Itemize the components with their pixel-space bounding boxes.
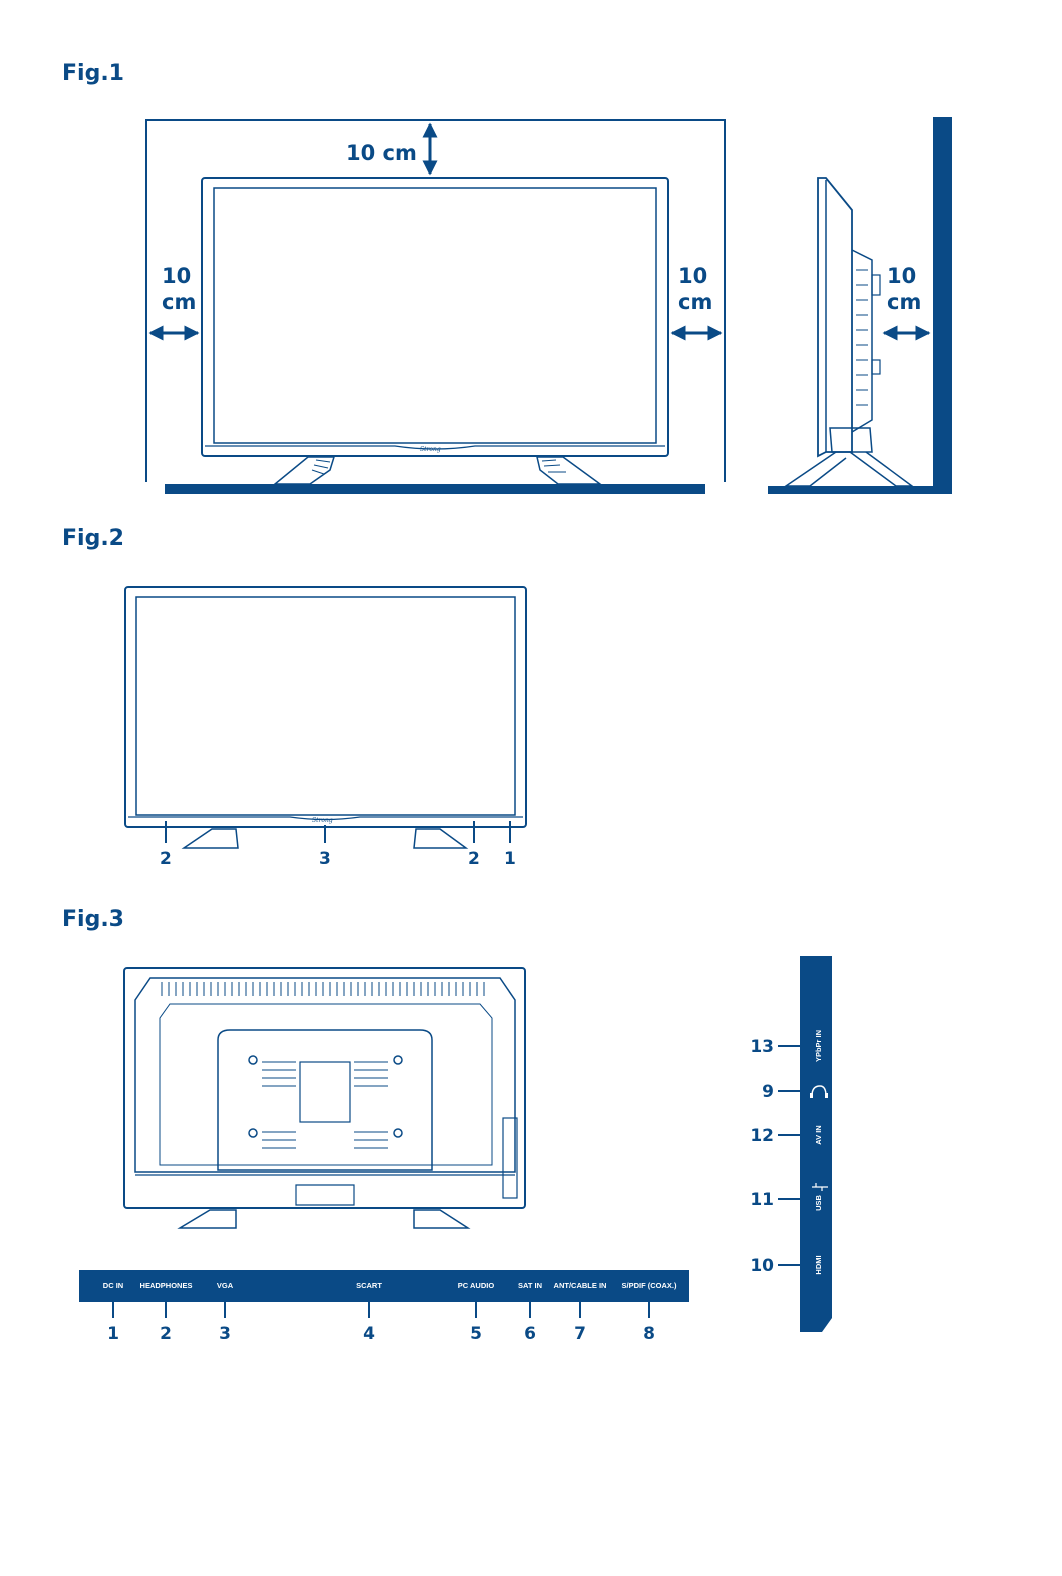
port-label: ANT/CABLE IN <box>554 1281 607 1290</box>
rear-left-stand <box>180 1210 236 1228</box>
port-label: S/PDIF (COAX.) <box>621 1281 677 1290</box>
right-clearance-unit: cm <box>678 290 712 314</box>
right-stand-ribs <box>542 460 566 472</box>
tv-frame <box>202 178 668 456</box>
fig3-title: Fig.3 <box>62 907 124 932</box>
tv-screen <box>214 188 656 443</box>
side-stand-legs <box>786 452 912 486</box>
vesa-screw <box>249 1056 257 1064</box>
floor-bar <box>165 484 705 494</box>
rear-inner-shell <box>135 978 515 1172</box>
side-port-number: 11 <box>750 1190 774 1210</box>
vesa-screw <box>249 1129 257 1137</box>
fig2-tv-screen <box>136 597 515 815</box>
port-number: 7 <box>574 1324 586 1344</box>
rear-label-plate <box>300 1062 350 1122</box>
clearance-outline <box>146 120 725 482</box>
port-label: PC AUDIO <box>458 1281 495 1290</box>
side-tv-port <box>872 360 880 374</box>
rear-center-panel <box>218 1030 432 1170</box>
fig1-title: Fig.1 <box>62 61 124 86</box>
side-port-label: YPbPr IN <box>814 1030 823 1062</box>
left-clearance-value: 10 <box>162 264 191 288</box>
rear-top-vents <box>162 982 484 996</box>
port-label: HEADPHONES <box>140 1281 193 1290</box>
side-tv-body <box>818 178 852 456</box>
port-number: 6 <box>524 1324 536 1344</box>
side-port-label: USB <box>814 1195 823 1211</box>
fig2-brand-logo: Strong <box>312 817 333 824</box>
fig2-callout-2b: 2 <box>468 849 480 869</box>
fig2-callout-2a: 2 <box>160 849 172 869</box>
fig1-front-view: Strong 10 cm 10 cm 10 cm <box>146 120 725 494</box>
side-port-strip: 13 YPbPr IN 9 12 AV IN 11 USB 10 HDMI <box>750 956 832 1332</box>
rear-inner-shell-2 <box>160 1004 492 1165</box>
port-number: 8 <box>643 1324 655 1344</box>
port-label: DC IN <box>103 1281 123 1290</box>
vesa-screw <box>394 1129 402 1137</box>
rear-bottom-ports <box>135 1175 515 1205</box>
vesa-screw <box>394 1056 402 1064</box>
side-tv-port <box>872 275 880 295</box>
side-stand-neck <box>830 428 872 452</box>
port-label: SCART <box>356 1281 382 1290</box>
fig2-callout-3: 3 <box>319 849 331 869</box>
fig2-title: Fig.2 <box>62 526 124 551</box>
port-label: VGA <box>217 1281 234 1290</box>
fig2-left-stand <box>184 829 238 848</box>
bottom-port-strip: DC IN 1 HEADPHONES 2 VGA 3 SCART 4 PC AUDIO 5 SAT … <box>79 1270 689 1344</box>
fig1-side-view: 10 cm <box>768 117 952 494</box>
left-clearance-unit: cm <box>162 290 196 314</box>
rear-right-stand <box>414 1210 468 1228</box>
side-port-number: 13 <box>750 1037 774 1057</box>
right-clearance-value: 10 <box>678 264 707 288</box>
rear-panel-vents <box>262 1062 388 1148</box>
side-port-number: 12 <box>750 1126 774 1146</box>
brand-logo: Strong <box>420 446 441 453</box>
side-port-number: 10 <box>750 1256 774 1276</box>
port-number: 1 <box>107 1324 119 1344</box>
side-floor-bar <box>768 486 952 494</box>
port-number: 5 <box>470 1324 482 1344</box>
side-port-label: HDMI <box>814 1255 823 1274</box>
wall-clearance-unit: cm <box>887 290 921 314</box>
fig2-callout-1: 1 <box>504 849 516 869</box>
side-port-number: 9 <box>762 1082 774 1102</box>
fig2-front-view: Strong 2 3 2 1 <box>125 587 526 869</box>
fig2-tv-frame <box>125 587 526 827</box>
wall-bar <box>933 117 952 493</box>
side-port-label: AV IN <box>814 1125 823 1144</box>
port-label: SAT IN <box>518 1281 542 1290</box>
wall-clearance-value: 10 <box>887 264 916 288</box>
port-number: 4 <box>363 1324 375 1344</box>
fig2-right-stand <box>414 829 466 848</box>
top-clearance-label: 10 cm <box>346 141 417 165</box>
port-number: 3 <box>219 1324 231 1344</box>
side-tv-vents <box>856 270 868 405</box>
fig3-rear-view <box>124 968 525 1228</box>
port-number: 2 <box>160 1324 172 1344</box>
